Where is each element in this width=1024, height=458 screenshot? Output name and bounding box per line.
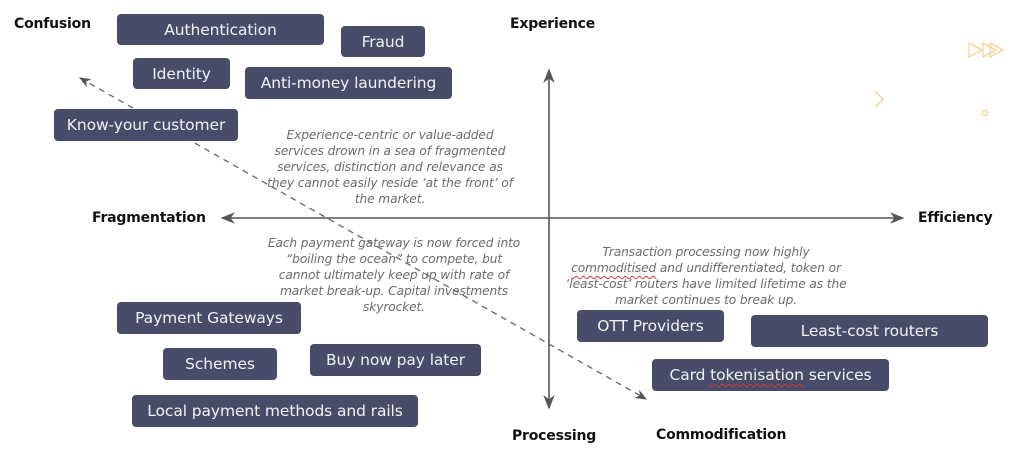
- box-know-your-customer: Know-your customer: [54, 109, 238, 141]
- box-least-cost-routers: Least-cost routers: [751, 315, 988, 347]
- note-bottom-right-prefix: Transaction processing now highly: [602, 245, 814, 259]
- box-card-tokenisation-prefix: Card: [669, 366, 711, 384]
- box-schemes: Schemes: [163, 348, 277, 380]
- box-buy-now-pay-later: Buy now pay later: [310, 344, 481, 376]
- box-local-payment-methods: Local payment methods and rails: [132, 395, 418, 427]
- note-top-left: Experience-centric or value-added servic…: [267, 128, 513, 206]
- note-bottom-right: Transaction processing now highly commod…: [560, 244, 852, 308]
- fast-forward-icon: [968, 42, 1005, 58]
- note-bottom-left: Each payment gateway is now forced into …: [267, 236, 521, 314]
- label-experience: Experience: [510, 16, 596, 32]
- note-bottom-right-suffix: and undifferentiated, token or ‘least-co…: [565, 261, 851, 307]
- box-card-tokenisation: Card tokenisation services: [652, 359, 889, 391]
- label-commodification: Commodification: [656, 427, 787, 443]
- box-fraud: Fraud: [341, 26, 425, 57]
- label-fragmentation: Fragmentation: [92, 210, 206, 226]
- chevron-right-icon: [874, 90, 884, 108]
- label-processing: Processing: [512, 428, 597, 444]
- note-bottom-right-word: commoditised: [571, 261, 657, 275]
- box-anti-money-laundering: Anti-money laundering: [245, 67, 452, 99]
- box-payment-gateways: Payment Gateways: [117, 302, 301, 334]
- label-confusion: Confusion: [14, 16, 91, 32]
- diagonal-dashed-axis: [78, 77, 648, 400]
- box-identity: Identity: [133, 58, 230, 89]
- box-ott-providers: OTT Providers: [577, 310, 724, 342]
- box-card-tokenisation-suffix: services: [803, 366, 872, 384]
- box-card-tokenisation-word: tokenisation: [710, 366, 804, 384]
- label-efficiency: Efficiency: [918, 210, 993, 226]
- box-authentication: Authentication: [117, 14, 324, 45]
- circle-icon: [981, 109, 989, 117]
